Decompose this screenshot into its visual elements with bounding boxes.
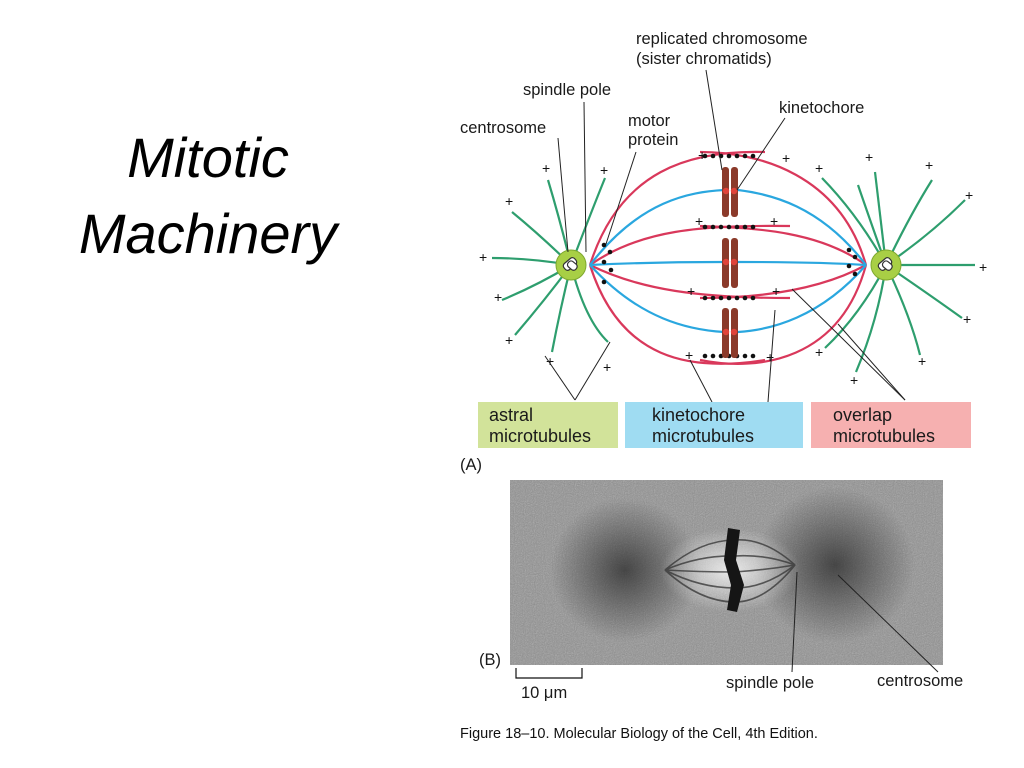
plus-sign: +: [600, 162, 608, 178]
plus-sign: +: [542, 160, 550, 176]
plus-sign: +: [925, 157, 933, 173]
plus-sign: +: [687, 283, 695, 299]
plus-sign: +: [505, 332, 513, 348]
plus-sign: +: [494, 289, 502, 305]
chromosome-top: [722, 167, 738, 217]
legend-astral: astral microtubules: [478, 402, 618, 448]
legend-astral-line1: astral: [489, 405, 533, 425]
legend-kinetochore-line2: microtubules: [652, 426, 754, 446]
plus-sign: +: [965, 187, 973, 203]
legend-swatch-kinetochore: [625, 402, 803, 448]
title-line-2: Machinery: [78, 202, 338, 265]
legend-swatch-overlap: [811, 402, 971, 448]
plus-sign: +: [505, 193, 513, 209]
plus-sign: +: [766, 349, 774, 365]
legend-swatch-astral: [478, 402, 618, 448]
plus-sign: +: [815, 160, 823, 176]
legend-kinetochore-line1: kinetochore: [652, 405, 745, 425]
plus-sign: +: [695, 213, 703, 229]
panel-a-label: (A): [460, 456, 482, 474]
plus-sign: +: [603, 359, 611, 375]
plus-sign: +: [685, 347, 693, 363]
label-leader-lines: [544, 69, 906, 403]
panel-b-micrograph: (B) 10 μm spindle pole centrosome: [479, 480, 963, 702]
legend-astral-line2: microtubules: [489, 426, 591, 446]
label-protein: protein: [628, 131, 678, 149]
legend-overlap-line1: overlap: [833, 405, 892, 425]
micrograph-leaders: [791, 571, 939, 673]
plus-sign: +: [772, 283, 780, 299]
metaphase-plate: [724, 528, 744, 612]
panel-b-label: (B): [479, 651, 501, 669]
label-sister-chromatids: (sister chromatids): [636, 50, 772, 68]
slide-title: Mitotic Machinery: [48, 120, 368, 272]
overlap-microtubules: [588, 150, 868, 365]
panel-a-schematic: + + + + + + + + + + + + + + + + + + + + …: [460, 30, 987, 474]
plus-sign: +: [698, 147, 706, 163]
legend-overlap-line2: microtubules: [833, 426, 935, 446]
chromosome-middle: [722, 238, 738, 288]
plus-sign: +: [865, 149, 873, 165]
figure-caption: Figure 18–10. Molecular Biology of the C…: [460, 726, 818, 742]
plus-sign: +: [979, 259, 987, 275]
plus-end-markers: + + + + + + + + + + + + + + + + + + + + …: [479, 147, 987, 388]
plus-sign: +: [770, 213, 778, 229]
label-spindle-pole: spindle pole: [523, 81, 611, 99]
centrosome-left-icon: [555, 249, 587, 281]
chromosome-bottom: [722, 308, 738, 358]
centrosome-right-icon: [870, 249, 902, 281]
plus-sign: +: [850, 372, 858, 388]
plus-sign: +: [546, 353, 554, 369]
plus-sign: +: [782, 150, 790, 166]
label-replicated-chromosome: replicated chromosome: [636, 30, 808, 48]
scale-bar-label: 10 μm: [521, 684, 567, 702]
plus-sign: +: [815, 344, 823, 360]
legend-kinetochore: kinetochore microtubules: [625, 402, 803, 448]
legend-overlap: overlap microtubules: [811, 402, 971, 448]
micrograph-label-spindle-pole: spindle pole: [726, 674, 814, 692]
label-motor: motor: [628, 112, 671, 130]
motor-protein-dots: [601, 153, 858, 359]
plus-sign: +: [479, 249, 487, 265]
kinetochore-microtubules: [589, 188, 867, 334]
label-kinetochore: kinetochore: [779, 99, 864, 117]
replicated-chromosomes: [722, 167, 738, 358]
scale-bar: 10 μm: [515, 668, 583, 702]
title-line-1: Mitotic: [127, 126, 289, 189]
label-centrosome: centrosome: [460, 119, 546, 137]
micrograph-label-centrosome: centrosome: [877, 672, 963, 690]
plus-sign: +: [963, 311, 971, 327]
plus-sign: +: [918, 353, 926, 369]
astral-cluster-left: [550, 498, 700, 642]
